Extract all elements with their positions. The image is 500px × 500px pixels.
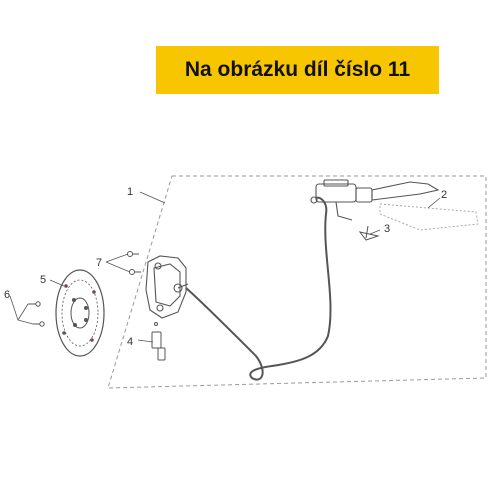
- callout-2: 2: [441, 189, 447, 201]
- handlebar-grip: [379, 203, 479, 231]
- assembly-boundary: [107, 175, 487, 389]
- callout-leaders: [9, 191, 441, 343]
- mounting-clamp: [358, 225, 380, 241]
- disc-bolts: [28, 301, 45, 327]
- part-number-banner: Na obrázku díl číslo 11: [156, 46, 439, 94]
- callout-1: 1: [127, 186, 133, 198]
- master-cylinder: [310, 179, 440, 221]
- brake-pads: [151, 322, 166, 361]
- brake-caliper: [145, 255, 189, 319]
- caliper-bolts: [127, 251, 141, 275]
- brake-disc: [55, 269, 105, 357]
- callout-6: 6: [4, 289, 10, 301]
- banner-text: Na obrázku díl číslo 11: [184, 58, 411, 81]
- callout-3: 3: [384, 223, 390, 235]
- callout-4: 4: [127, 336, 133, 348]
- callout-5: 5: [40, 274, 46, 286]
- brake-hose: [185, 196, 332, 381]
- callout-7: 7: [96, 257, 102, 269]
